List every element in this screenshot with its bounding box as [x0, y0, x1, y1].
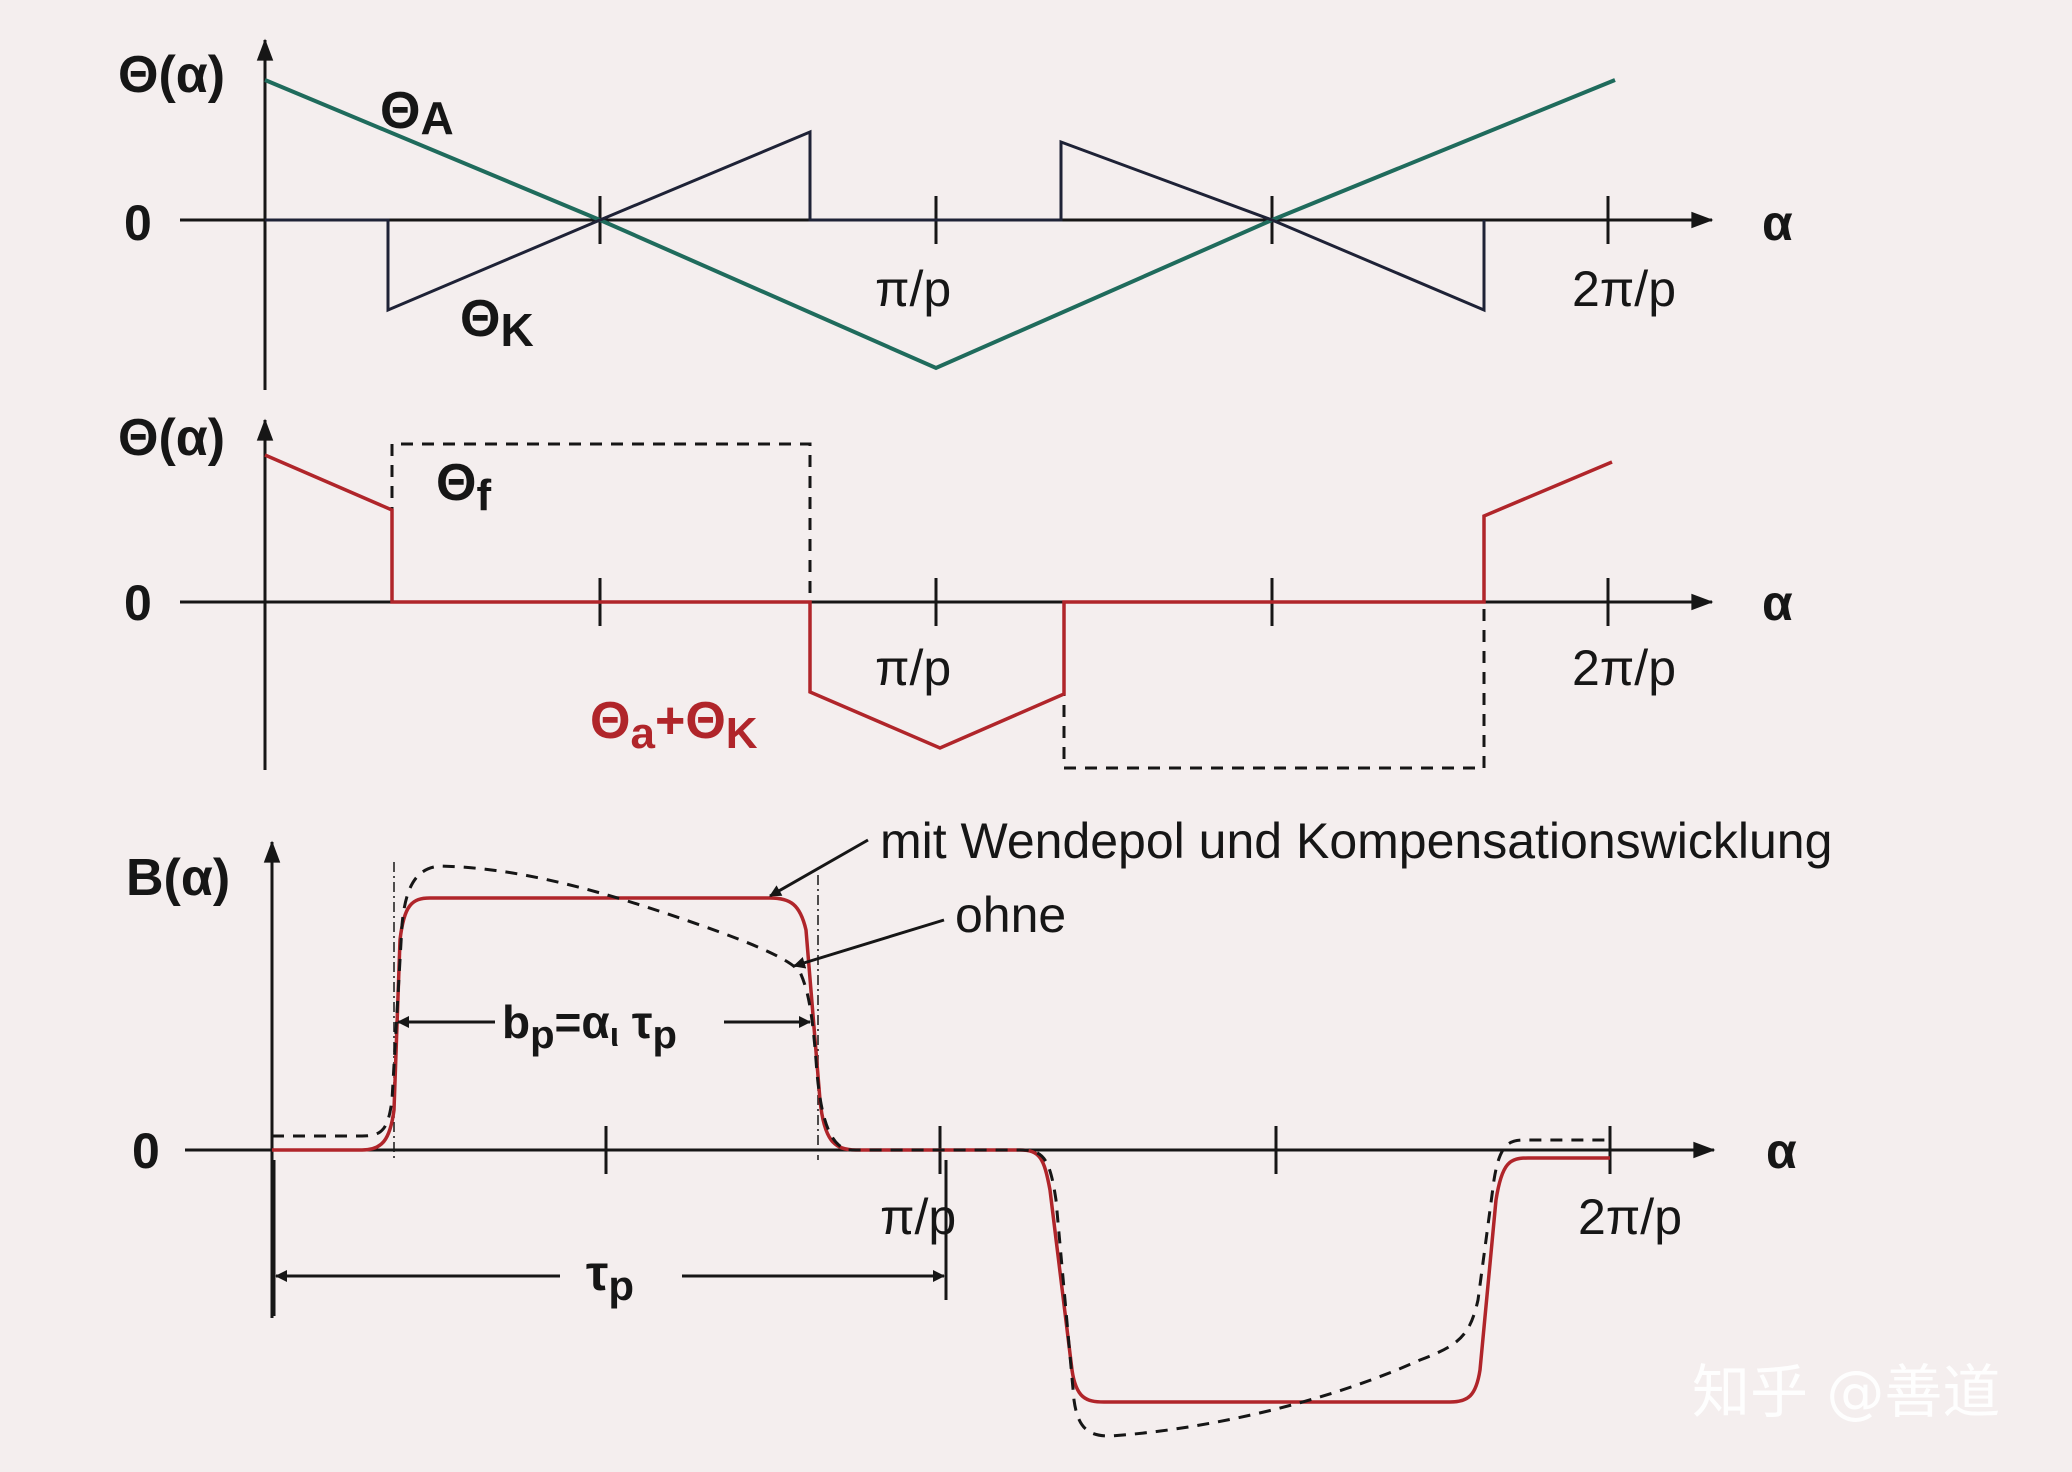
tau-p-dimension [272, 1160, 948, 1316]
theta-f-curve [265, 442, 1608, 770]
p1-y-label: Θ(α) [118, 46, 225, 104]
panel-3-air-gap-flux-density: B(α) 0 α π/p 2π/p mit Wendepol und Kompe… [126, 813, 1832, 1438]
p2-y-label: Θ(α) [118, 409, 225, 467]
panel-2-mmf-field-resultant: Θ(α) 0 α π/p 2π/p Θf Θa+ΘK [118, 409, 1793, 770]
watermark-text: 知乎 @善道 [1692, 1358, 2000, 1426]
p2-x-label: α [1762, 575, 1793, 631]
theta-a-plus-k-curve [264, 453, 1613, 750]
theta-k-label: ΘK [460, 290, 534, 356]
p3-zero-label: 0 [132, 1123, 160, 1179]
p3-tick-label-2pi: 2π/p [1578, 1189, 1682, 1245]
p3-tick-label-pi: π/p [880, 1189, 956, 1245]
panel-1-mmf-armature-compensation: Θ(α) 0 α π/p 2π/p ΘA ΘK [118, 38, 1793, 390]
p1-tick-label-pi: π/p [875, 261, 951, 317]
annotation-with-leader [769, 838, 869, 898]
p1-x-label: α [1762, 195, 1793, 251]
p2-tick-label-2pi: 2π/p [1572, 640, 1676, 696]
theta-a-label: ΘA [380, 82, 454, 144]
p2-tick-label-pi: π/p [875, 640, 951, 696]
theta-a-plus-k-label: Θa+ΘK [590, 692, 758, 758]
bp-label: bp=αι τp [502, 996, 677, 1057]
p1-tick-label-2pi: 2π/p [1572, 261, 1676, 317]
p3-x-label: α [1766, 1123, 1797, 1179]
annotation-without-leader [793, 918, 945, 969]
tau-p-label: τp [586, 1245, 634, 1309]
annotation-with-compensation: mit Wendepol und Kompensationswicklung [880, 813, 1832, 869]
p1-zero-label: 0 [124, 195, 152, 251]
theta-a-curve [264, 78, 1616, 371]
annotation-without: ohne [955, 887, 1066, 943]
theta-f-label: Θf [436, 454, 491, 520]
theta-k-curve [265, 129, 1486, 313]
b-without-compensation-curve [272, 864, 1610, 1438]
p3-y-label: B(α) [126, 849, 230, 907]
p2-zero-label: 0 [124, 575, 152, 631]
